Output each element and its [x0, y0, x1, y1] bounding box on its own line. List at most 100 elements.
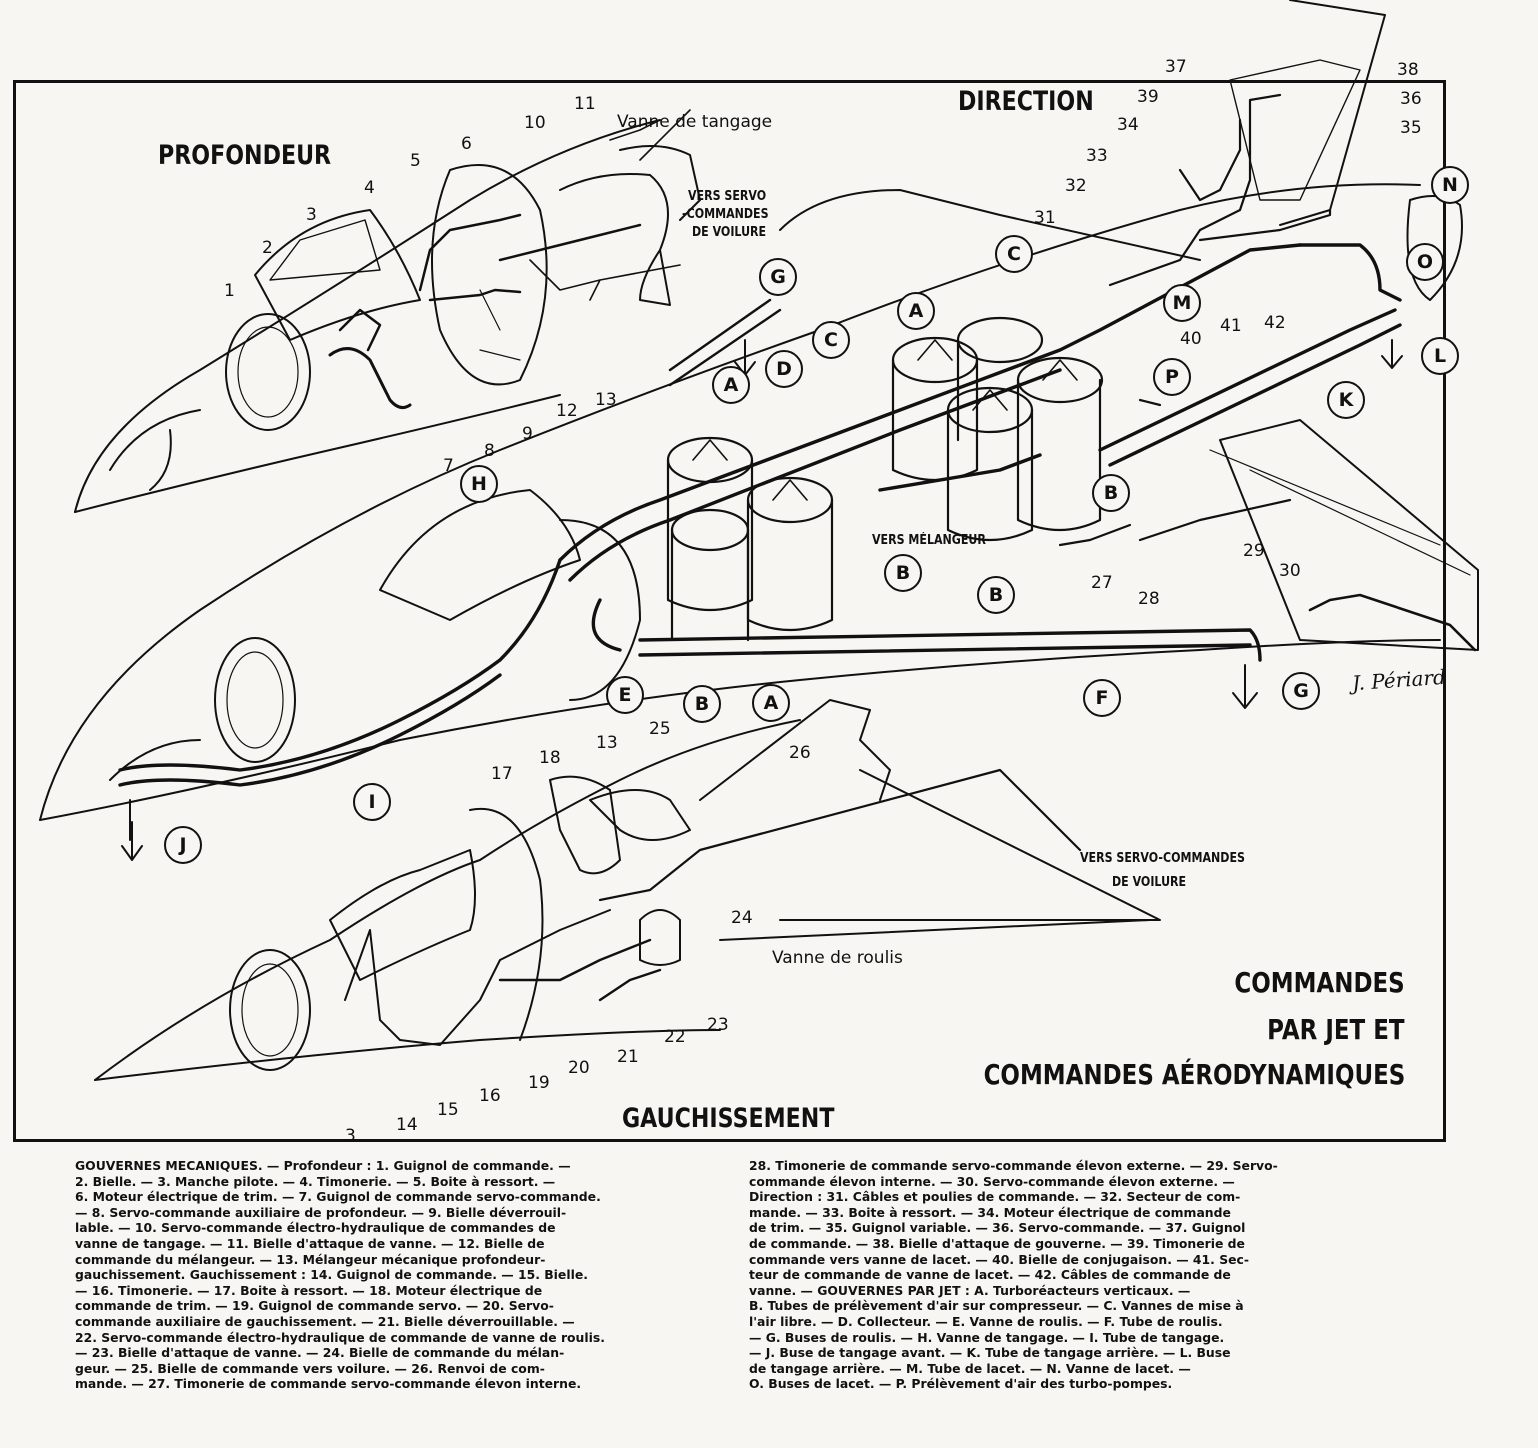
callout-21: 21: [617, 1047, 639, 1067]
callout-16: 16: [479, 1086, 501, 1106]
callout-27: 27: [1091, 573, 1113, 593]
caption-line: — 16. Timonerie. — 17. Boite à ressort. …: [75, 1282, 543, 1298]
callout-10: 10: [524, 113, 546, 133]
callout-35: 35: [1400, 118, 1422, 138]
caption-line: commande élevon interne. — 30. Servo-com…: [749, 1173, 1235, 1189]
heading-profondeur: PROFONDEUR: [158, 140, 332, 171]
letter-g-1: G: [759, 258, 797, 296]
caption-line: B. Tubes de prélèvement d'air sur compre…: [749, 1298, 1244, 1314]
caption-line: — J. Buse de tangage avant. — K. Tube de…: [749, 1345, 1231, 1361]
letter-h: H: [460, 465, 498, 503]
callout-23: 23: [707, 1015, 729, 1035]
callout-13b: 13: [596, 733, 618, 753]
letter-k: K: [1327, 381, 1365, 419]
diagram-frame: [13, 80, 1446, 1142]
caption-line: 2. Bielle. — 3. Manche pilote. — 4. Timo…: [75, 1173, 556, 1189]
caption-line: commande auxiliaire de gauchissement. — …: [75, 1313, 575, 1329]
caption-line: O. Buses de lacet. — P. Prélèvement d'ai…: [749, 1376, 1173, 1392]
callout-1: 1: [224, 281, 235, 301]
callout-39: 39: [1137, 87, 1159, 107]
note-vanne-de-roulis: Vanne de roulis: [772, 948, 903, 968]
caption-line: de commande. — 38. Bielle d'attaque de g…: [749, 1235, 1245, 1251]
callout-9: 9: [522, 424, 533, 444]
note-vers-servo-1c: DE VOILURE: [692, 225, 767, 240]
caption-line: mande. — 33. Boite à ressort. — 34. Mote…: [749, 1204, 1231, 1220]
callout-42: 42: [1264, 313, 1286, 333]
letter-d: D: [765, 350, 803, 388]
caption-line: de tangage arrière. — M. Tube de lacet. …: [749, 1360, 1191, 1376]
callout-13: 13: [595, 390, 617, 410]
letter-f: F: [1083, 679, 1121, 717]
callout-26: 26: [789, 743, 811, 763]
rudder-linkage: [1058, 93, 1477, 652]
caption-line: — 8. Servo-commande auxiliaire de profon…: [75, 1204, 567, 1220]
heading-gauchissement: GAUCHISSEMENT: [622, 1103, 835, 1134]
air-ducts: [118, 243, 1402, 787]
caption-line: 28. Timonerie de commande servo-commande…: [749, 1158, 1278, 1173]
letter-b-2: B: [683, 685, 721, 723]
letter-l: L: [1421, 337, 1459, 375]
title-line-2: PAR JET ET: [1267, 1013, 1405, 1046]
callout-24: 24: [731, 908, 753, 928]
callout-22: 22: [664, 1027, 686, 1047]
callout-12: 12: [556, 401, 578, 421]
callout-3b: 3: [345, 1126, 356, 1146]
caption-line: l'air libre. — D. Collecteur. — E. Vanne…: [749, 1313, 1223, 1329]
callout-3: 3: [306, 205, 317, 225]
callout-34: 34: [1117, 115, 1139, 135]
caption-line: — 23. Bielle d'attaque de vanne. — 24. B…: [75, 1345, 565, 1361]
letter-i: I: [353, 783, 391, 821]
caption-line: Direction : 31. Câbles et poulies de com…: [749, 1189, 1241, 1205]
callout-6: 6: [461, 134, 472, 154]
letter-j: J: [164, 826, 202, 864]
letter-o: O: [1406, 243, 1444, 281]
callout-4: 4: [364, 178, 375, 198]
letter-c-2: C: [995, 235, 1033, 273]
letter-c-1: C: [812, 321, 850, 359]
caption-line: 6. Moteur électrique de trim. — 7. Guign…: [75, 1189, 601, 1205]
callout-5: 5: [410, 151, 421, 171]
letter-a-3: A: [752, 684, 790, 722]
letter-p: P: [1153, 358, 1191, 396]
letter-b-1: B: [884, 554, 922, 592]
caption-line: commande du mélangeur. — 13. Mélangeur m…: [75, 1251, 546, 1267]
gauchissement-fuselage: [94, 699, 1161, 1081]
callout-8: 8: [484, 441, 495, 461]
caption-line: geur. — 25. Bielle de commande vers voil…: [75, 1360, 545, 1376]
callout-28: 28: [1138, 589, 1160, 609]
letter-a-2: A: [712, 366, 750, 404]
nozzle-arrows: [121, 339, 1403, 861]
caption-line: 22. Servo-commande électro-hydraulique d…: [75, 1329, 605, 1345]
callout-14: 14: [396, 1115, 418, 1135]
caption-line: vanne de tangage. — 11. Bielle d'attaque…: [75, 1235, 545, 1251]
caption-line: GOUVERNES MECANIQUES. — Profondeur : 1. …: [75, 1158, 571, 1173]
letter-n: N: [1431, 166, 1469, 204]
title-line-3: COMMANDES AÉRODYNAMIQUES: [983, 1058, 1405, 1091]
callout-41: 41: [1220, 316, 1242, 336]
note-vers-servo-1b: -COMMANDES: [682, 207, 769, 222]
callout-36: 36: [1400, 89, 1422, 109]
callout-20: 20: [568, 1058, 590, 1078]
callout-15: 15: [437, 1100, 459, 1120]
letter-b-4: B: [977, 576, 1015, 614]
callout-18: 18: [539, 748, 561, 768]
caption-line: mande. — 27. Timonerie de commande servo…: [75, 1376, 582, 1392]
callout-17: 17: [491, 764, 513, 784]
callout-40: 40: [1180, 329, 1202, 349]
caption-line: de trim. — 35. Guignol variable. — 36. S…: [749, 1220, 1246, 1236]
letter-g-2: G: [1282, 672, 1320, 710]
caption-line: lable. — 10. Servo-commande électro-hydr…: [75, 1220, 556, 1236]
callout-2: 2: [262, 238, 273, 258]
callout-37: 37: [1165, 57, 1187, 77]
caption-line: vanne. — GOUVERNES PAR JET : A. Turboréa…: [749, 1282, 1191, 1298]
caption-line: gauchissement. Gauchissement : 14. Guign…: [75, 1267, 588, 1283]
callout-29: 29: [1243, 541, 1265, 561]
letter-a-1: A: [897, 292, 935, 330]
callout-7: 7: [443, 456, 454, 476]
callout-30: 30: [1279, 561, 1301, 581]
note-vers-melangeur: VERS MÉLANGEUR: [872, 533, 986, 548]
caption-line: — G. Buses de roulis. — H. Vanne de tang…: [749, 1329, 1225, 1345]
letter-m: M: [1163, 284, 1201, 322]
callout-19: 19: [528, 1073, 550, 1093]
